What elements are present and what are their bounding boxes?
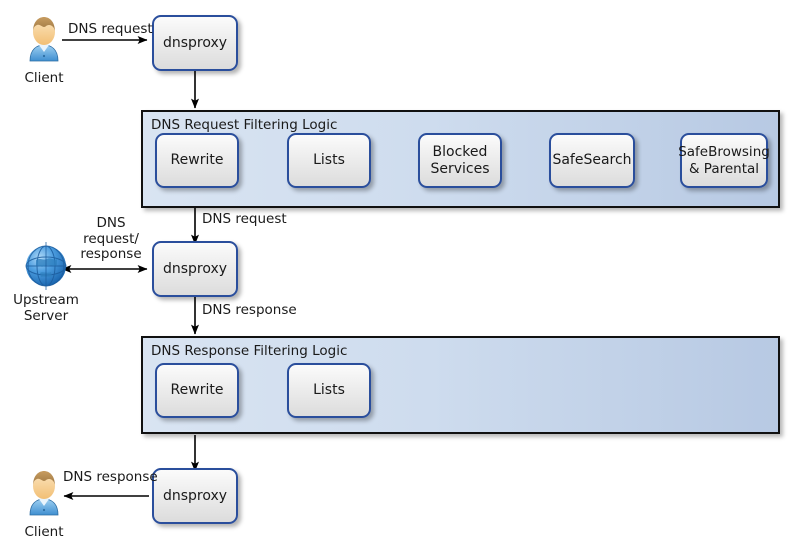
- stage-blocked-services[interactable]: Blocked Services: [418, 133, 502, 188]
- client-top-label: Client: [24, 70, 64, 86]
- stage-lists[interactable]: Lists: [287, 133, 371, 188]
- dnsproxy-middle-node[interactable]: dnsproxy: [152, 241, 238, 297]
- edge-label-dnsproxy-to-response-filter: DNS response: [202, 302, 297, 318]
- stage-blocked-services-label: Blocked Services: [430, 143, 490, 177]
- user-avatar-icon: [20, 14, 68, 68]
- stage-safesearch[interactable]: SafeSearch: [549, 133, 635, 188]
- stage-rewrite-label: Rewrite: [170, 152, 224, 169]
- edge-label-dnsproxy-to-request-filter: DNS request: [202, 211, 287, 227]
- dns-response-filtering-title: DNS Response Filtering Logic: [151, 343, 348, 359]
- dnsproxy-bottom-node[interactable]: dnsproxy: [152, 468, 238, 524]
- stage-rewrite-response[interactable]: Rewrite: [155, 363, 239, 418]
- dnsproxy-middle-label: dnsproxy: [162, 260, 228, 277]
- client-bottom-label: Client: [24, 524, 64, 540]
- edge-label-upstream-roundtrip: DNS request/ response: [80, 215, 142, 263]
- upstream-server-label: Upstream Server: [13, 292, 79, 324]
- dnsproxy-top-label: dnsproxy: [162, 34, 228, 51]
- stage-lists-response-label: Lists: [313, 382, 345, 399]
- stage-lists-response[interactable]: Lists: [287, 363, 371, 418]
- stage-safebrowsing-parental-label: SafeBrowsing & Parental: [678, 144, 770, 177]
- stage-safebrowsing-parental[interactable]: SafeBrowsing & Parental: [678, 133, 770, 188]
- dns-request-filtering-title: DNS Request Filtering Logic: [151, 117, 338, 133]
- dns-response-filtering-group: DNS Response Filtering Logic: [141, 336, 780, 434]
- edge-label-client-to-dnsproxy: DNS request: [68, 21, 153, 37]
- dnsproxy-bottom-label: dnsproxy: [162, 487, 228, 504]
- stage-lists-label: Lists: [313, 152, 345, 169]
- stage-rewrite[interactable]: Rewrite: [155, 133, 239, 188]
- stage-rewrite-response-label: Rewrite: [170, 382, 224, 399]
- globe-icon: [22, 240, 70, 292]
- stage-safesearch-label: SafeSearch: [552, 152, 632, 169]
- dnsproxy-top-node[interactable]: dnsproxy: [152, 15, 238, 71]
- user-avatar-icon: [20, 468, 68, 522]
- edge-label-dnsproxy-to-client: DNS response: [63, 469, 158, 485]
